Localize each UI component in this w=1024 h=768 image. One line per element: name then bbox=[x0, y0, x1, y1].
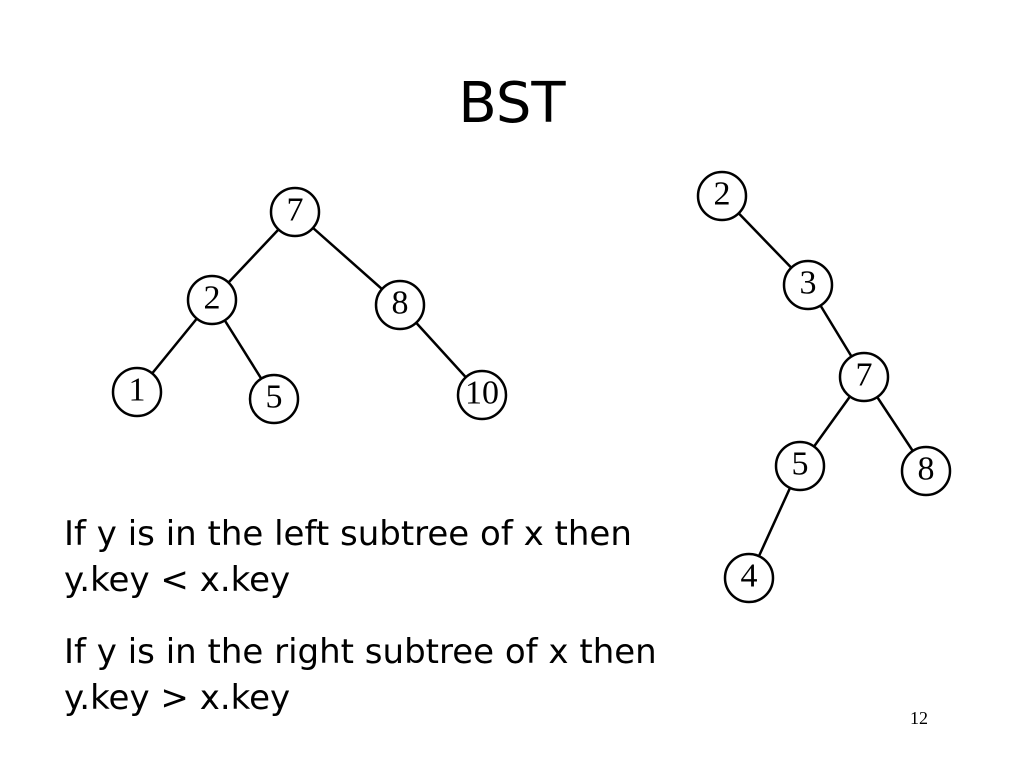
node-label: 3 bbox=[800, 265, 817, 302]
tree-node: 4 bbox=[723, 552, 775, 604]
tree-node: 10 bbox=[456, 369, 508, 421]
tree-node: 5 bbox=[774, 440, 826, 492]
slide-title: BST bbox=[458, 71, 566, 136]
tree-node: 7 bbox=[269, 186, 321, 238]
node-label: 1 bbox=[129, 372, 146, 409]
node-circle bbox=[456, 369, 508, 421]
node-circle bbox=[838, 351, 890, 403]
right-subtree-rule: If y is in the right subtree of x then y… bbox=[64, 632, 657, 718]
node-label: 8 bbox=[392, 285, 409, 322]
node-circle bbox=[269, 186, 321, 238]
tree-node: 7 bbox=[838, 351, 890, 403]
tree-node: 3 bbox=[782, 259, 834, 311]
tree-node: 8 bbox=[374, 279, 426, 331]
tree-node: 8 bbox=[900, 445, 952, 497]
node-label: 2 bbox=[204, 280, 221, 317]
node-label: 2 bbox=[714, 176, 731, 213]
node-circle bbox=[248, 373, 300, 425]
slide-number: 12 bbox=[910, 708, 928, 728]
node-label: 5 bbox=[266, 379, 283, 416]
tree-node: 1 bbox=[111, 366, 163, 418]
tree-node: 2 bbox=[696, 170, 748, 222]
node-circle bbox=[111, 366, 163, 418]
node-circle bbox=[696, 170, 748, 222]
node-label: 8 bbox=[918, 451, 935, 488]
node-circle bbox=[782, 259, 834, 311]
node-label: 7 bbox=[287, 192, 304, 229]
node-circle bbox=[774, 440, 826, 492]
node-label: 7 bbox=[856, 357, 873, 394]
node-label: 4 bbox=[741, 558, 758, 595]
tree-node: 5 bbox=[248, 373, 300, 425]
node-circle bbox=[374, 279, 426, 331]
node-circle bbox=[900, 445, 952, 497]
node-label: 10 bbox=[465, 375, 499, 412]
left-subtree-rule: If y is in the left subtree of x then y.… bbox=[64, 514, 632, 600]
node-circle bbox=[723, 552, 775, 604]
node-circle bbox=[186, 274, 238, 326]
tree-node: 2 bbox=[186, 274, 238, 326]
node-label: 5 bbox=[792, 446, 809, 483]
